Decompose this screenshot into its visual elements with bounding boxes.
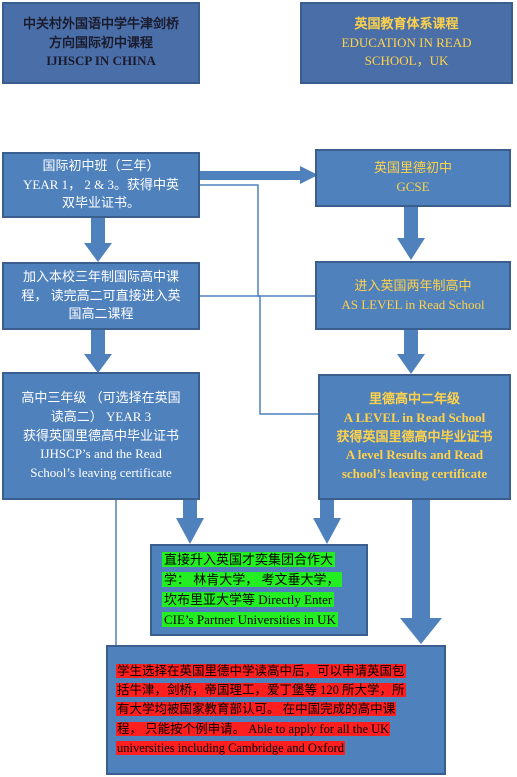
l3-line-3: 获得英国里德高中毕业证书: [22, 427, 179, 443]
top-left-line-3: IJHSCP IN CHINA: [46, 53, 156, 69]
arrow-r1-to-r2-shaft: [404, 206, 418, 240]
r3-line-2: A LEVEL in Read School: [343, 409, 486, 425]
l1-line-1: 国际初中班（三年）: [42, 157, 160, 173]
box-read-gcse: 英国里德初中 GCSE: [315, 149, 511, 207]
connector-l1-to-r2: [200, 184, 318, 297]
l2-line-2: 程， 读完高二可直接进入英: [21, 287, 181, 303]
arrow-l1-to-r1-shaft: [200, 171, 300, 180]
arrow-l2-to-l3-shaft: [91, 330, 105, 356]
arrow-r1-to-r2-head: [397, 238, 425, 260]
top-right-line-1: EDUCATION IN READ: [341, 34, 472, 50]
r3-line-5: school’s leaving certificate: [341, 466, 488, 482]
l1-line-2: YEAR 1， 2 & 3。获得中英: [22, 176, 179, 192]
box-read-a-level: 里德高中二年级 A LEVEL in Read School 获得英国里德高中毕…: [318, 374, 511, 500]
connector-l2-to-r3: [200, 295, 318, 415]
arrow-l1-to-l2-head: [84, 243, 112, 262]
red-line-2: 括牛津，剑桥，帝国理工，爱丁堡等 120 所大学，所: [116, 682, 406, 697]
arrow-r2-to-r3-shaft: [404, 330, 418, 356]
arrow-l3-to-green-head: [176, 518, 204, 544]
arrow-l1-to-l2-shaft: [91, 217, 105, 245]
top-right-line-2: SCHOOL，UK: [364, 53, 449, 69]
red-line-4: 程， 只能按个例申请。 Able to apply for all the UK: [116, 721, 391, 736]
l3-line-4: IJHSCP’s and the Read: [40, 446, 162, 462]
green-line-1: 直接升入英国才奕集团合作大: [162, 551, 336, 567]
top-right-title: 英国教育体系课程: [354, 15, 459, 31]
l3-line-5: School’s leaving certificate: [30, 465, 172, 481]
l3-line-2: 读高二） YEAR 3: [50, 408, 152, 424]
arrow-r3-to-red-shaft: [412, 500, 430, 620]
arrow-r3-to-red-head: [400, 618, 442, 644]
l1-line-3: 双毕业证书。: [61, 195, 140, 211]
r3-line-4: A level Results and Read: [345, 447, 484, 463]
r2-line-2: AS LEVEL in Read School: [341, 296, 485, 312]
green-line-2: 学： 林肯大学， 考文垂大学，: [162, 571, 342, 587]
r2-line-1: 进入英国两年制高中: [354, 277, 472, 293]
arrow-l3-to-green-shaft: [183, 500, 197, 520]
box-junior-international: 国际初中班（三年） YEAR 1， 2 & 3。获得中英 双毕业证书。: [2, 152, 200, 218]
top-right-title-box: 英国教育体系课程 EDUCATION IN READ SCHOOL，UK: [300, 2, 513, 84]
top-left-line-1: 中关村外国语中学牛津剑桥: [22, 15, 179, 31]
arrow-r3-to-green-head: [313, 518, 341, 544]
red-line-3: 有大学均被国家教育部认可。 在中国完成的高中课: [116, 702, 397, 717]
l2-line-1: 加入本校三年制国际高中课: [22, 268, 179, 284]
l2-line-3: 国高二课程: [68, 306, 134, 322]
box-senior-international: 加入本校三年制国际高中课 程， 读完高二可直接进入英 国高二课程: [2, 262, 200, 330]
r3-line-3: 获得英国里德高中毕业证书: [336, 428, 493, 444]
r3-line-1: 里德高中二年级: [368, 390, 460, 406]
r1-line-1: 英国里德初中: [373, 160, 452, 176]
green-line-4: CIE’s Partner Universities in UK: [162, 612, 338, 628]
top-left-title-box: 中关村外国语中学牛津剑桥 方向国际初中课程 IJHSCP IN CHINA: [2, 2, 200, 84]
arrow-r3-to-green-shaft: [320, 500, 334, 520]
box-uk-universities: 学生选择在英国里德中学读高中后，可以申请英国包 括牛津，剑桥，帝国理工，爱丁堡等…: [106, 645, 446, 775]
l3-line-1: 高中三年级 （可选择在英国: [21, 389, 181, 405]
red-line-1: 学生选择在英国里德中学读高中后，可以申请英国包: [116, 663, 406, 678]
green-line-3: 坎布里亚大学等 Directly Enter: [162, 592, 335, 607]
arrow-r2-to-r3-head: [397, 354, 425, 374]
red-line-5: universities including Cambridge and Oxf…: [116, 741, 346, 756]
top-left-line-2: 方向国际初中课程: [48, 34, 153, 50]
arrow-l2-to-l3-head: [84, 354, 112, 373]
box-partner-universities: 直接升入英国才奕集团合作大 学： 林肯大学， 考文垂大学， 坎布里亚大学等 Di…: [150, 544, 368, 636]
r1-line-2: GCSE: [396, 179, 430, 194]
arrow-l1-to-r1-head: [300, 166, 318, 184]
box-senior-year3: 高中三年级 （可选择在英国 读高二） YEAR 3 获得英国里德高中毕业证书 I…: [2, 372, 200, 500]
box-read-as-level: 进入英国两年制高中 AS LEVEL in Read School: [315, 261, 511, 330]
